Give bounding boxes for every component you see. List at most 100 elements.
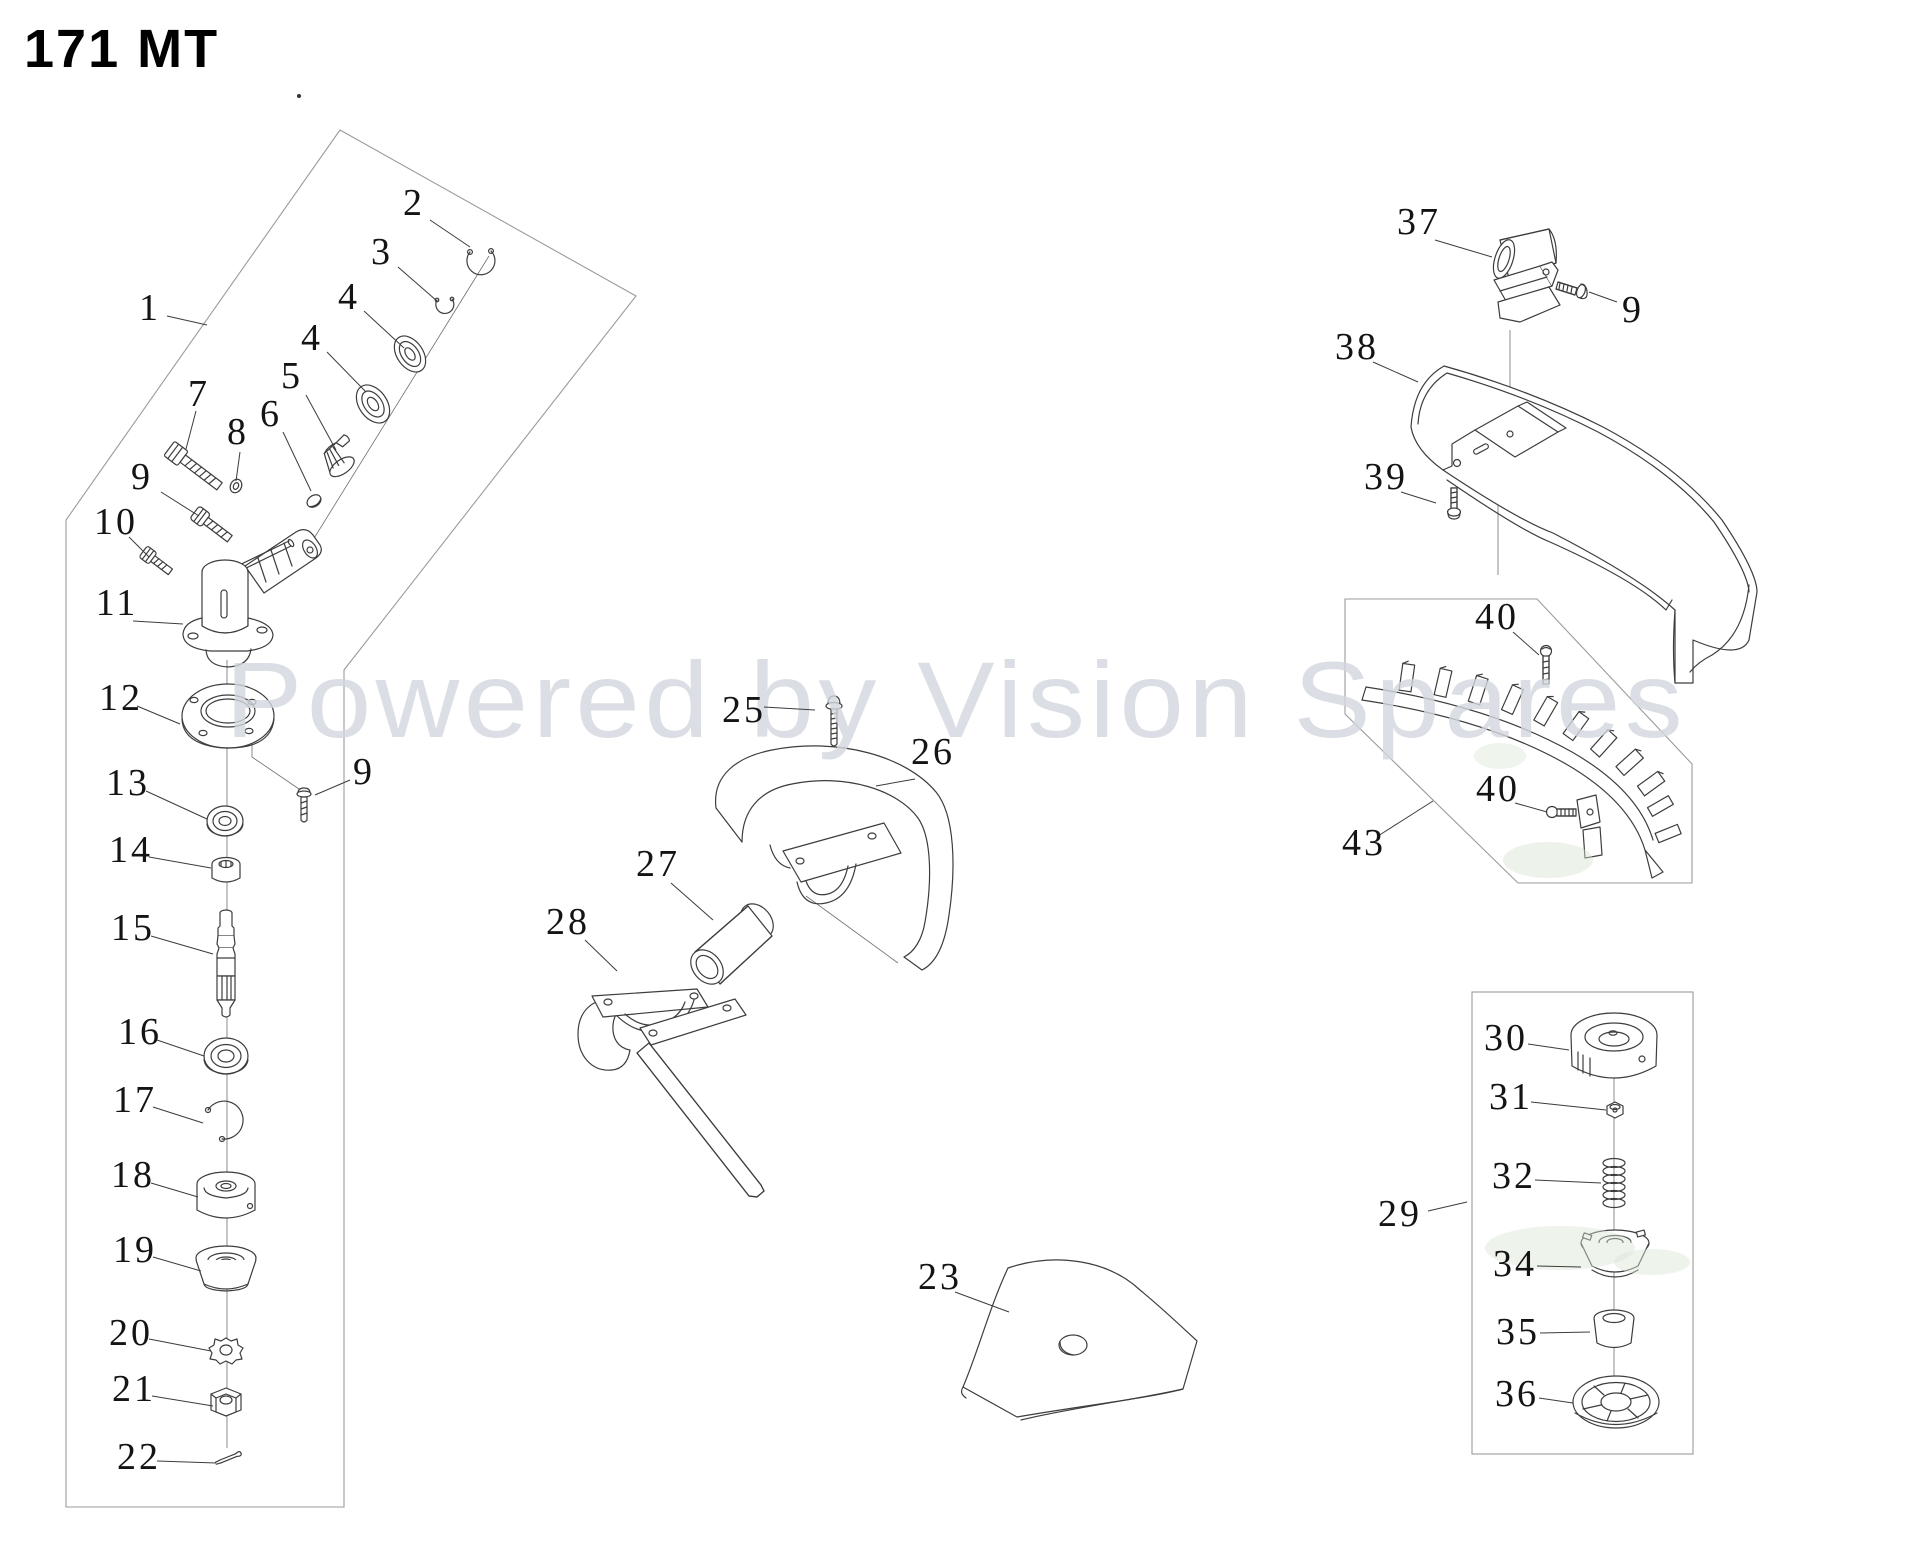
part-drawing-bearing-16 [203,1037,249,1075]
leader-line-38 [1372,361,1419,383]
part-drawing-screw-9a [190,506,233,543]
part-drawing-head-bushing-35 [1593,1309,1635,1349]
part-drawing-bearing-13 [206,805,244,837]
leader-line-5 [305,394,337,451]
part-number-11: 11 [96,582,139,624]
part-drawing-bolt-7 [163,441,223,491]
leader-line-39 [1400,491,1437,504]
leader-line-16 [156,1039,205,1057]
part-drawing-washer-8 [229,478,243,494]
part-number-13: 13 [106,762,150,804]
leader-line-29 [1427,1201,1468,1212]
leader-line-9 [314,779,351,796]
part-drawing-star-washer-20 [208,1337,244,1365]
part-number-19: 19 [113,1229,157,1271]
leader-line-32 [1534,1179,1602,1184]
leader-line-35 [1539,1331,1591,1334]
part-drawing-guard-38 [1410,365,1758,684]
blade-limiter-assembly-box [1344,598,1693,884]
part-number-21: 21 [112,1368,156,1410]
part-drawing-loop-handle-26 [715,745,954,971]
part-number-5: 5 [281,355,303,397]
part-drawing-screw-39 [1446,487,1462,520]
part-number-9: 9 [353,751,375,793]
leader-line-4 [326,351,367,393]
part-drawing-bearing-4a [393,335,427,373]
part-number-28: 28 [546,901,590,943]
part-number-8: 8 [227,411,249,453]
part-drawing-sleeve-27 [690,903,774,985]
part-number-37: 37 [1397,201,1441,243]
part-drawing-bearing-4b [355,384,391,424]
leader-line-37 [1434,239,1493,258]
part-number-14: 14 [109,829,153,871]
part-number-7: 7 [188,373,210,415]
part-number-9: 9 [1622,289,1644,331]
part-number-31: 31 [1489,1076,1533,1118]
part-number-23: 23 [918,1256,962,1298]
leader-line-40 [1512,631,1540,656]
part-drawing-head-drum-30 [1570,1012,1658,1079]
part-number-1: 1 [139,287,161,329]
part-number-40: 40 [1476,768,1520,810]
part-drawing-head-spool-34 [1580,1229,1650,1278]
part-drawing-circlip-2 [466,248,496,276]
part-number-16: 16 [118,1011,162,1053]
leader-line-31 [1530,1101,1607,1111]
part-number-20: 20 [109,1312,153,1354]
leader-line-9 [160,491,200,517]
leader-line-20 [148,1338,212,1352]
part-number-40: 40 [1475,596,1519,638]
part-number-10: 10 [94,501,138,543]
part-drawing-cotter-pin-22 [214,1451,242,1465]
leader-line-7 [185,410,197,450]
leader-line-2 [429,219,471,248]
part-number-12: 12 [99,677,143,719]
part-number-36: 36 [1495,1373,1539,1415]
part-drawing-screw-25 [825,695,843,747]
leader-line-19 [152,1256,202,1272]
leader-line-13 [145,790,208,820]
watermark-smudges [1474,743,1690,1275]
part-drawing-cup-washer-19 [195,1245,257,1292]
part-drawing-circlip-3 [434,296,455,315]
part-drawing-screw-40a [1539,644,1553,685]
watermark-text: Powered by Vision Spares [225,639,1687,760]
leader-line-4 [363,310,405,349]
leader-line-34 [1536,1265,1582,1268]
part-drawing-lower-clamp-28 [577,988,765,1198]
part-drawing-head-cover-36 [1572,1375,1660,1429]
part-number-26: 26 [911,731,955,773]
leader-line-11 [132,620,184,625]
part-number-29: 29 [1378,1193,1422,1235]
stray-dot [297,94,301,98]
leader-line-43 [1377,800,1434,837]
part-drawing-collar-14 [211,856,241,883]
trimmer-head-assembly-box [1471,991,1694,1455]
part-drawing-screw-40b [1545,805,1577,819]
leader-line-23 [954,1291,1010,1313]
part-number-34: 34 [1493,1243,1537,1285]
leader-line-9 [1588,291,1618,303]
part-number-18: 18 [111,1154,155,1196]
part-number-6: 6 [260,393,282,435]
part-drawing-screw-9c [1555,281,1588,300]
page-title: 171 MT [24,19,219,79]
leader-line-40 [1514,802,1548,813]
part-drawing-circlip-17 [204,1100,244,1143]
leader-line-15 [150,935,214,955]
leader-line-12 [136,705,181,725]
part-drawing-cup-18 [196,1171,256,1219]
part-number-43: 43 [1342,822,1386,864]
leader-line-27 [670,882,714,921]
part-number-35: 35 [1496,1311,1540,1353]
part-drawing-hex-nut-21 [210,1387,242,1417]
leader-line-10 [128,536,150,558]
part-drawing-clamp-37 [1492,228,1561,323]
part-number-15: 15 [111,907,155,949]
leader-line-3 [397,266,438,302]
leader-line-28 [584,939,618,972]
part-number-27: 27 [636,843,680,885]
